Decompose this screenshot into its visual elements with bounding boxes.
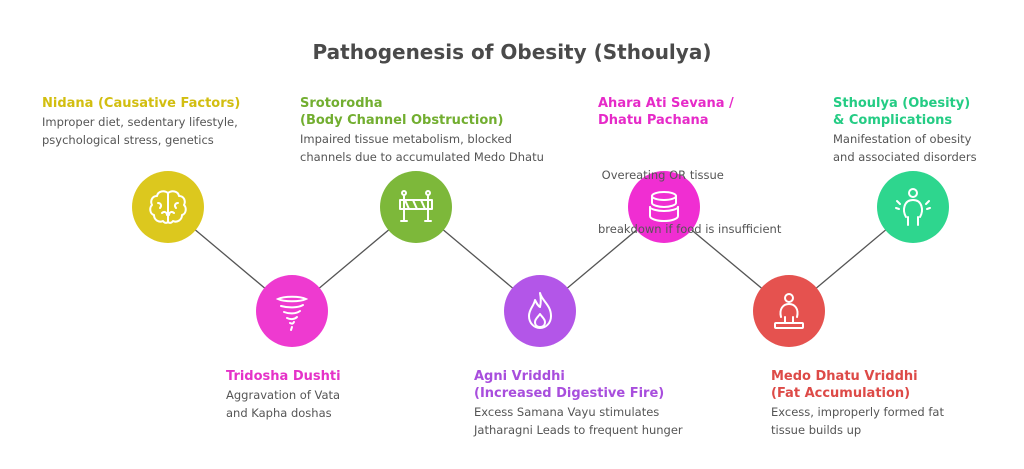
step-description: breakdown if food is insufficient: [598, 222, 782, 236]
step-description: Jatharagni Leads to frequent hunger: [474, 423, 683, 437]
step-description: Manifestation of obesity: [833, 132, 972, 146]
step-description: Improper diet, sedentary lifestyle,: [42, 115, 238, 129]
step-description: Overeating OR tissue: [598, 168, 724, 182]
step-node-srotorodha: [380, 171, 452, 243]
step-label-medo: Medo Dhatu Vriddhi (Fat Accumulation) Ex…: [771, 368, 1011, 439]
step-title: Ahara Ati Sevana /: [598, 96, 734, 111]
step-label-nidana: Nidana (Causative Factors) Improper diet…: [42, 95, 272, 149]
step-description: Aggravation of Vata: [226, 388, 341, 402]
person-on-scale-icon: [774, 293, 804, 329]
obese-person-icon: [895, 188, 931, 226]
step-title: Sthoulya (Obesity): [833, 96, 971, 111]
step-node-sthoulya: [877, 171, 949, 243]
step-description: tissue builds up: [771, 423, 862, 437]
step-description: and Kapha doshas: [226, 406, 332, 420]
step-label-ahara: Ahara Ati Sevana / Dhatu Pachana Overeat…: [598, 95, 828, 274]
fire-icon: [528, 292, 552, 329]
step-description: psychological stress, genetics: [42, 133, 214, 147]
brain-icon: [149, 190, 187, 224]
step-title: Srotorodha: [300, 96, 383, 111]
step-label-sthoulya: Sthoulya (Obesity) & Complications Manif…: [833, 95, 1018, 166]
food-stack-icon: [649, 191, 679, 222]
step-description: Excess Samana Vayu stimulates: [474, 405, 660, 419]
step-label-tridosha: Tridosha Dushti Aggravation of Vata and …: [226, 368, 426, 422]
step-description: Impaired tissue metabolism, blocked: [300, 132, 512, 146]
step-title: Tridosha Dushti: [226, 369, 341, 384]
step-title: Medo Dhatu Vriddhi: [771, 369, 918, 384]
step-description: Excess, improperly formed fat: [771, 405, 944, 419]
barrier-icon: [399, 190, 433, 222]
step-title: Dhatu Pachana: [598, 113, 709, 128]
step-label-srotorodha: Srotorodha (Body Channel Obstruction) Im…: [300, 95, 570, 166]
step-title: Agni Vriddhi: [474, 369, 565, 384]
step-title: (Increased Digestive Fire): [474, 386, 665, 401]
step-description: and associated disorders: [833, 150, 977, 164]
step-title: Nidana (Causative Factors): [42, 96, 241, 111]
tornado-icon: [275, 295, 309, 331]
step-title: (Body Channel Obstruction): [300, 113, 504, 128]
step-description: channels due to accumulated Medo Dhatu: [300, 150, 544, 164]
step-node-agni: [504, 275, 576, 347]
step-node-ahara: [628, 171, 700, 243]
step-title: & Complications: [833, 113, 953, 128]
step-label-agni: Agni Vriddhi (Increased Digestive Fire) …: [474, 368, 724, 439]
step-node-nidana: [132, 171, 204, 243]
step-node-tridosha: [256, 275, 328, 347]
step-title: (Fat Accumulation): [771, 386, 911, 401]
diagram-title: Pathogenesis of Obesity (Sthoulya): [312, 40, 712, 64]
step-node-medo: [753, 275, 825, 347]
